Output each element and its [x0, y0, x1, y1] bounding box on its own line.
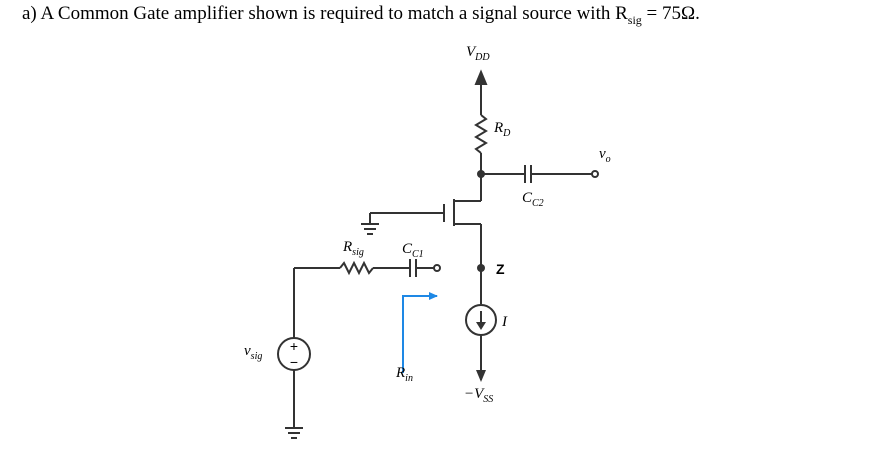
rd-resistor: [474, 114, 488, 154]
cc2-label: CC2: [522, 190, 544, 209]
output-terminal: [591, 170, 599, 178]
rsig-resistor: [339, 260, 374, 276]
rd-label: RD: [493, 120, 511, 139]
cc1-label: CC1: [402, 241, 424, 260]
drain-node: [477, 170, 485, 178]
rin-arrow: [402, 292, 438, 373]
vo-label: vo: [599, 146, 611, 165]
i-label: I: [501, 314, 508, 330]
question-prefix: a): [22, 3, 37, 24]
rsig-label: Rsig: [342, 239, 364, 258]
question-suffix: = 75Ω.: [641, 3, 700, 24]
current-source-arrow-icon: [476, 322, 486, 330]
vsig-minus-sign: −: [290, 354, 298, 370]
z-label: Z: [496, 261, 505, 277]
vsig-label: vsig: [244, 343, 262, 362]
question-body: A Common Gate amplifier shown is require…: [40, 3, 628, 24]
vss-arrow: [476, 370, 486, 382]
question-subscript: sig: [627, 12, 642, 27]
vss-label: −VSS: [464, 386, 493, 405]
vdd-arrow: [474, 69, 488, 85]
rin-label: Rin: [395, 365, 413, 384]
vdd-label: VDD: [466, 44, 490, 63]
input-terminal: [433, 264, 441, 272]
source-node-z: [477, 264, 485, 272]
vsig-plus-sign: +: [290, 338, 298, 354]
question-text: a) A Common Gate amplifier shown is requ…: [22, 3, 700, 28]
